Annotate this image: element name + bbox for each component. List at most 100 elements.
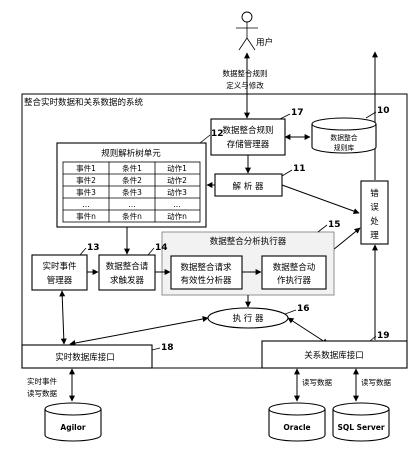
rule-tree-cell: 动作3 [167,187,187,197]
parser-num: 11 [293,164,306,174]
rule-tree-cell: 动作2 [167,175,187,185]
rule-tree-cell: 动作1 [167,163,187,173]
user-leg-right [246,37,256,51]
rule-tree-cell: 事件2 [76,175,96,185]
user-head [241,11,253,23]
rule-store-line2: 存储管理器 [227,139,270,150]
oracle-db-top [268,402,326,416]
executor-num-leader [284,309,297,315]
rule-tree-cell: 条件n [122,211,142,221]
trigger-num-leader [147,247,155,256]
error-handler-box [360,180,389,245]
oracle-db-label: Oracle [283,423,310,432]
rel-iface-num: 19 [377,331,390,341]
sqlserver-db-cylinder [332,402,390,442]
rule-tree-title: 规则解析树单元 [101,148,161,159]
rule-db-cylinder [311,117,377,154]
rule-db-line2: 规则库 [334,143,355,152]
sqlserver-db-body [332,409,390,442]
user-leg-left [238,37,248,51]
rule-tree-table: 事件1 条件1 动作1 事件2 条件2 动作2 事件3 条件3 动作3 … … … [62,161,201,223]
user-figure [236,11,258,51]
rule-tree-table-border [62,161,201,223]
parser-to-error-arrow [281,184,360,214]
event-mgr-num-leader [79,247,87,256]
rw2-label: 读写数据 [361,377,391,387]
rule-tree-num-leader [199,134,211,144]
rule-tree-cell: 事件n [76,211,96,221]
trigger-line2: 求触发器 [110,275,145,286]
parser-label: 解 析 器 [233,181,264,192]
edit-note-line1: 数据整合规则 [223,68,268,78]
rt-iface-box [21,344,153,369]
rw1-label: 读写数据 [302,377,332,387]
system-title: 整合实时数据和关系数据的系统 [24,97,144,108]
rel-iface-box [261,340,408,369]
agilor-db-label: Agilor [60,423,85,432]
event-mgr-line2: 管理器 [47,275,73,286]
system-frame [21,93,408,369]
rt-iface-label: 实时数据库接口 [55,352,115,363]
validity-box [170,255,243,290]
executor-label: 执 行 器 [233,313,264,324]
error-char: 误 [370,203,379,213]
rt-iface-num: 18 [161,343,174,353]
rt-note-line2: 读写数据 [27,388,57,398]
rule-db-line1: 数据整合 [330,133,357,142]
sqlserver-db-label: SQL Server [337,423,384,432]
executor-to-rel-iface-arrow [287,317,329,345]
agilor-db-body [44,409,102,442]
rule-tree-cell: 条件3 [122,187,142,197]
analyzer-title: 数据整合分析执行器 [210,236,287,247]
agilor-db-cylinder [44,402,102,442]
rule-tree-cell: 条件2 [122,175,142,185]
rule-store-box [210,118,286,156]
analyzer-num: 15 [328,220,341,230]
oracle-db-body [268,409,326,442]
action-exec-box [261,255,327,290]
rule-tree-cell: 条件1 [122,163,142,173]
analyzer-to-error-arrow [332,227,361,251]
rule-tree-num: 12 [211,129,224,139]
rule-db-body [311,124,377,154]
rt-note-line1: 实时事件 [27,376,57,386]
rule-tree-cell: 事件1 [76,163,96,173]
trigger-line1: 数据整合请 [106,261,149,272]
action-exec-line2: 作执行器 [277,275,312,286]
rule-db-num: 10 [377,106,390,116]
event-mgr-box [31,254,88,291]
rt-iface-to-event-mgr-arrow [59,290,67,345]
rule-tree-cell: … [82,200,90,209]
rel-iface-num-leader [369,335,377,342]
agilor-db-top [44,402,102,416]
trigger-num: 14 [155,243,168,253]
oracle-db-cylinder [268,402,326,442]
error-char: 错 [370,188,379,199]
rel-iface-label: 关系数据库接口 [304,350,364,361]
sqlserver-db-top [332,402,390,416]
error-char: 处 [370,216,379,227]
parser-num-leader [281,169,293,177]
rule-tree-cell: 事件3 [76,187,96,197]
action-exec-line1: 数据整合动 [273,262,316,273]
error-char: 理 [370,231,379,241]
rule-db-num-leader [365,111,377,119]
analyzer-num-leader [317,224,328,233]
event-mgr-line1: 实时事件 [42,261,77,272]
validity-line1: 数据整合请求 [180,262,232,273]
executor-to-rt-iface-arrow [69,316,209,346]
rule-store-num: 17 [291,108,304,118]
rule-tree-cell: … [128,200,136,209]
rule-tree-cell: … [173,200,181,209]
executor-num: 16 [297,304,310,314]
rule-tree-cell: 动作n [167,211,187,221]
rule-store-num-leader [279,113,291,120]
rule-store-line1: 数据整合规则 [222,125,273,136]
edit-note-line2: 定义与修改 [226,80,264,90]
rule-db-top [311,117,377,131]
validity-line2: 有效性分析器 [180,275,232,286]
user-label: 用户 [256,37,273,48]
rt-iface-num-leader [151,347,161,351]
event-mgr-num: 13 [87,243,100,253]
